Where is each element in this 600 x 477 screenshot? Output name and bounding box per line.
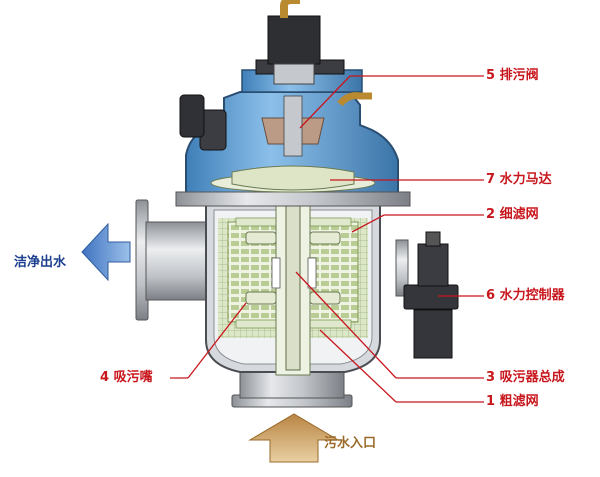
label-coarse-screen: 1 粗滤网 [486, 394, 539, 409]
hydraulic-motor [210, 165, 376, 193]
hydraulic-controller [395, 231, 459, 359]
label-hydraulic-controller: 6 水力控制器 [486, 288, 565, 303]
dirty-water-inlet-label: 污水入口 [324, 436, 377, 451]
label-fine-screen: 2 细滤网 [486, 207, 539, 222]
outlet-arrow-icon [81, 222, 131, 282]
label-hydraulic-motor: 7 水力马达 [486, 172, 552, 187]
leader-lines [170, 75, 484, 403]
drain-valve [241, 0, 372, 157]
label-drain-valve: 5 排污阀 [486, 68, 539, 83]
label-suction-scanner: 3 吸污器总成 [486, 370, 565, 385]
label-suction-nozzle: 4 吸污嘴 [100, 370, 153, 385]
clean-water-outlet-label: 洁净出水 [14, 255, 67, 270]
outlet-pipe [135, 199, 207, 321]
inlet-arrow-icon [248, 413, 340, 463]
